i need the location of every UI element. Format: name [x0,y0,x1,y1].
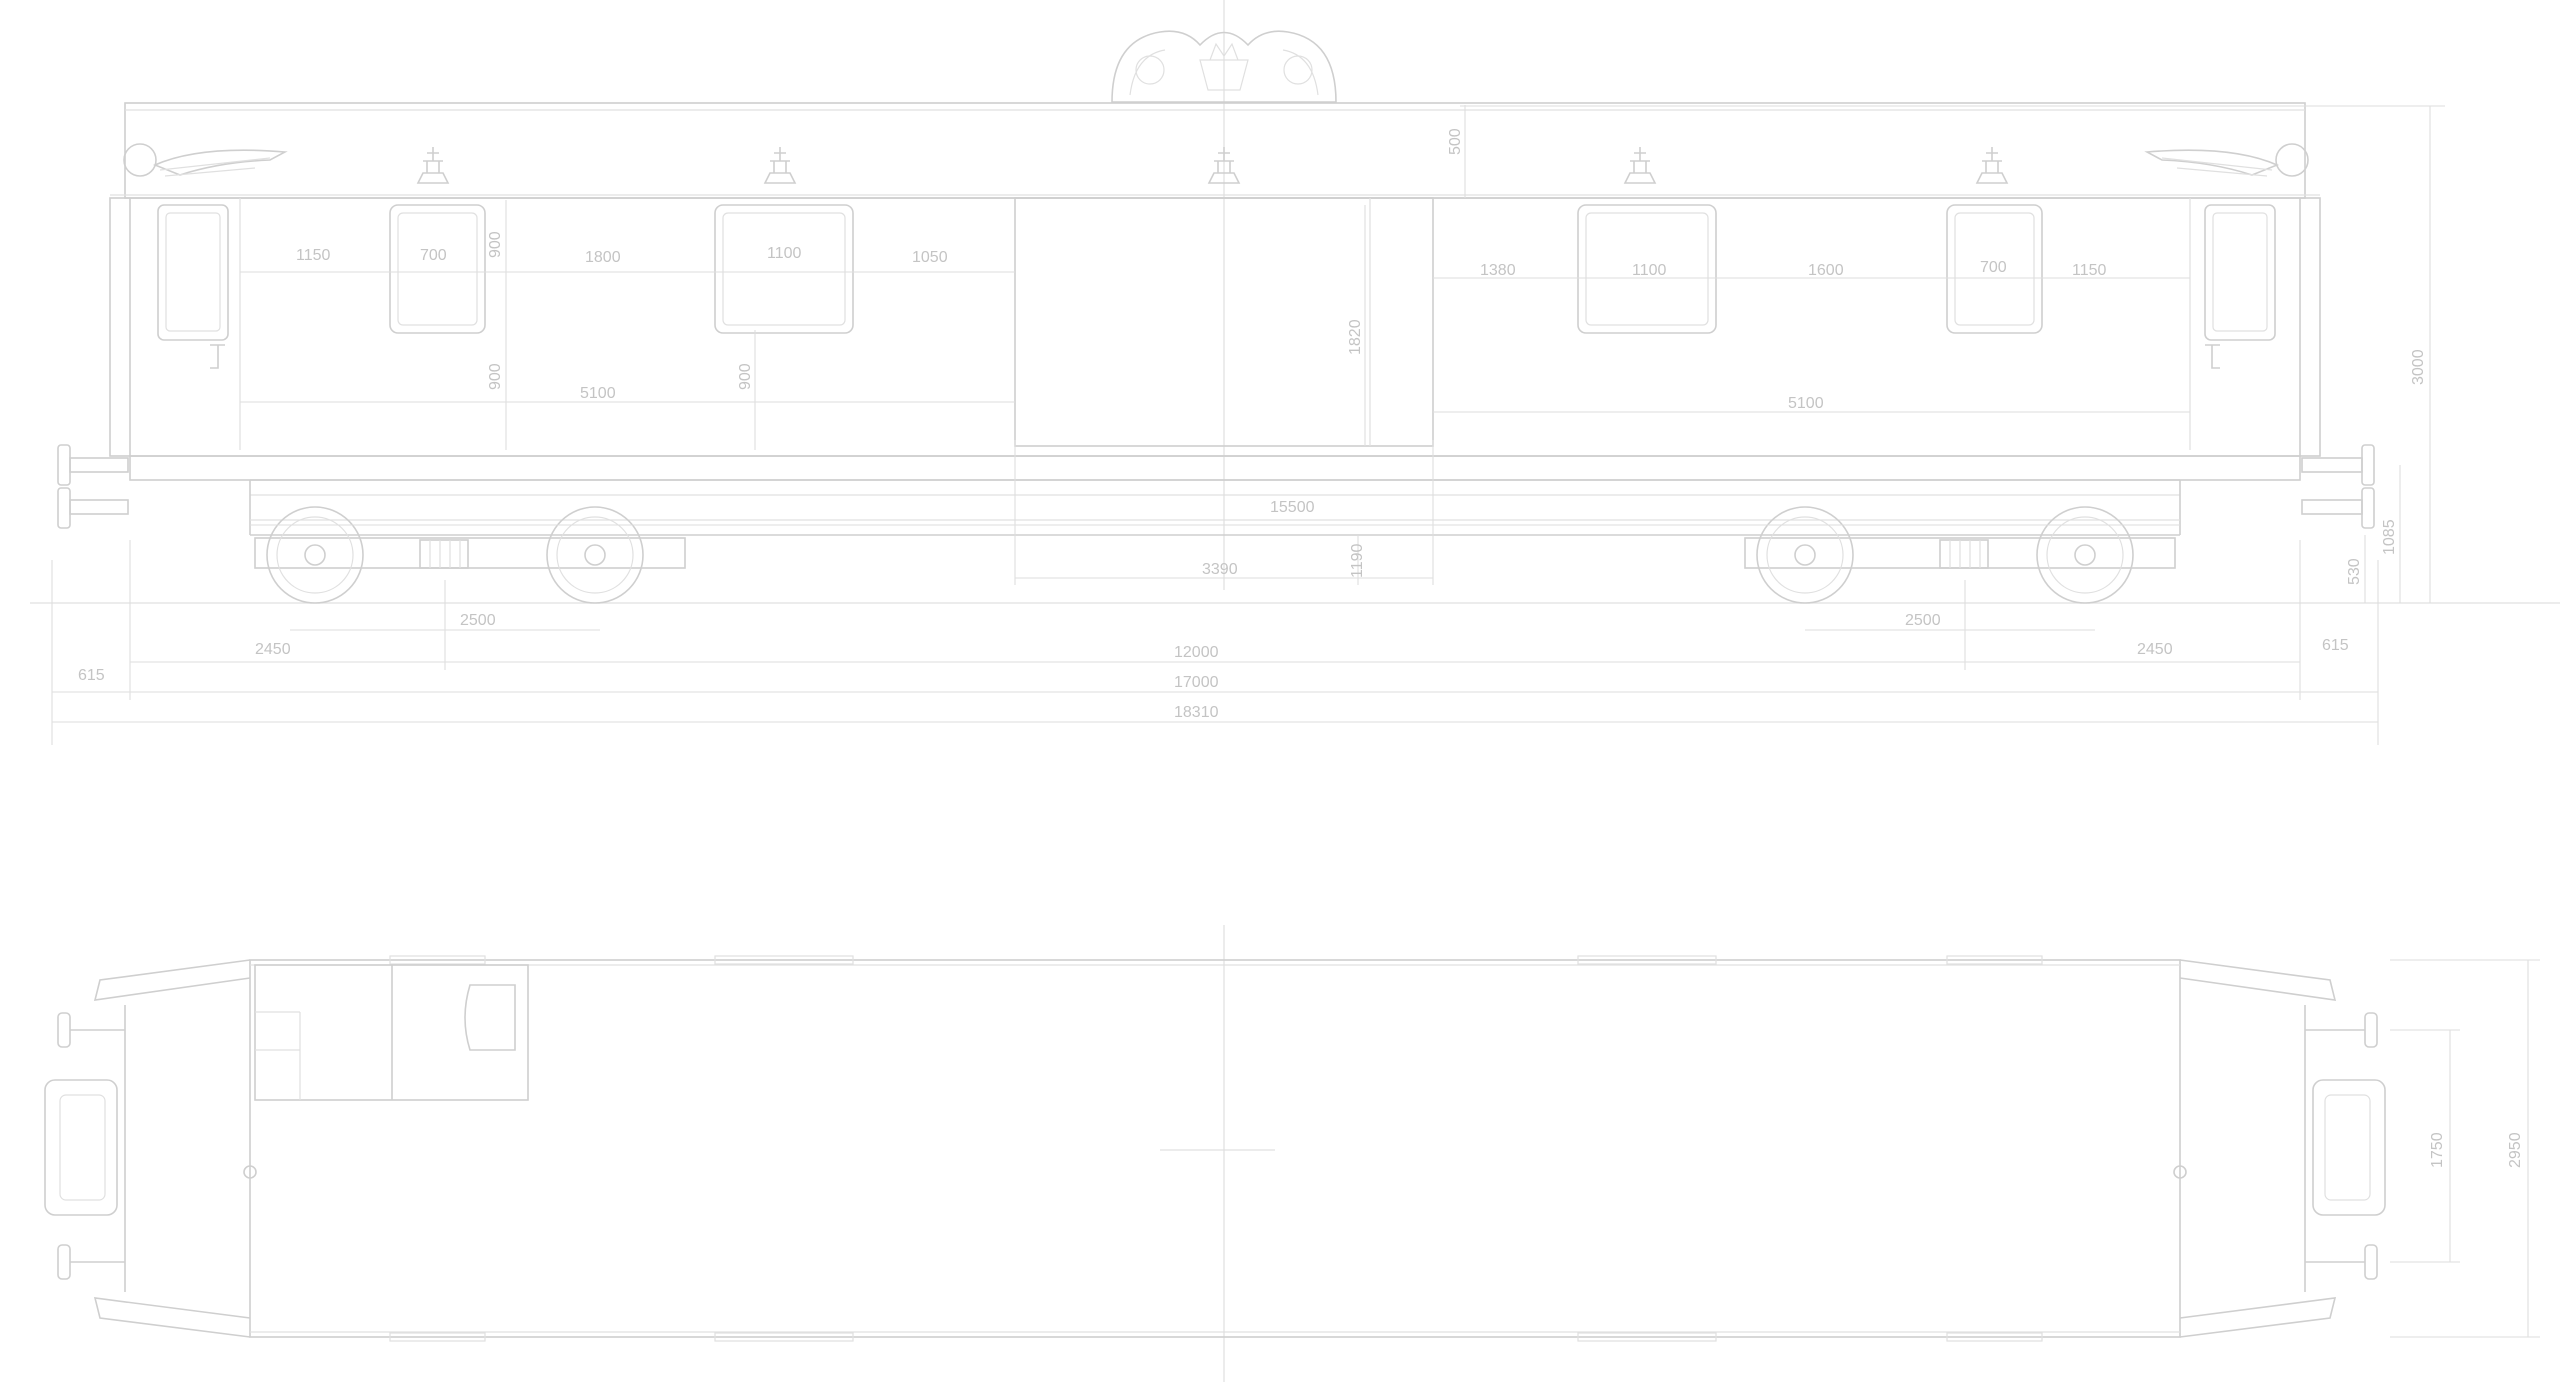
dim-615-left: 615 [78,667,105,684]
handle-right [2205,344,2220,369]
crest-ornament [1111,30,1337,103]
dim-1750: 1750 [2429,1132,2446,1168]
plan-body [249,959,2181,1338]
dim-1085: 1085 [2381,519,2398,555]
wing-ornaments [123,143,2309,177]
end-door-left [157,204,229,341]
side-windows [389,204,2043,334]
dim-1100-right: 1100 [1632,262,1667,279]
dim-2450-right: 2450 [2137,641,2173,658]
buffers [57,444,2375,529]
dim-3000: 3000 [2410,349,2427,385]
dim-1150-left: 1150 [296,247,331,264]
dim-1050: 1050 [912,249,948,266]
dim-1600: 1600 [1808,262,1844,279]
dim-1820: 1820 [1347,319,1364,355]
dim-3390: 3390 [1202,561,1238,578]
dim-2500-left: 2500 [460,612,496,629]
dim-900-lower-b: 900 [737,363,754,390]
dim-5100-right: 5100 [1788,395,1824,412]
dim-17000: 17000 [1174,674,1219,691]
dim-1190: 1190 [1349,543,1366,578]
dim-2950: 2950 [2507,1132,2524,1168]
dim-900-lower-a: 900 [487,363,504,390]
dim-700-left: 700 [420,247,447,264]
dim-1800: 1800 [585,249,621,266]
dim-1380: 1380 [1480,262,1516,279]
end-door-right [2204,204,2276,341]
dim-530: 530 [2346,558,2363,585]
dim-700-right: 700 [1980,259,2007,276]
plan-view: 1750 2950 [44,925,2540,1382]
dim-615-right: 615 [2322,637,2349,654]
dim-1100-left: 1100 [767,245,802,262]
side-dimension-lines [51,105,2445,745]
car-body [109,197,2321,457]
dim-2500-right: 2500 [1905,612,1941,629]
plan-compartment [254,964,529,1101]
dim-900-top: 900 [487,231,504,258]
side-elevation: 1150 700 900 1800 1100 1050 1380 1100 16… [30,0,2560,745]
luggage-door [1014,197,1434,447]
dim-15500: 15500 [1270,499,1315,516]
handle-left [210,344,225,369]
bogie-left [254,506,686,604]
side-dimension-labels: 1150 700 900 1800 1100 1050 1380 1100 16… [78,128,2427,721]
plan-dimension-labels: 1750 2950 [2429,1132,2524,1168]
dim-1150-right: 1150 [2072,262,2107,279]
sole-bar [129,455,2301,481]
dim-2450-left: 2450 [255,641,291,658]
dim-18310: 18310 [1174,704,1219,721]
plan-dimension-lines [2390,959,2540,1338]
dim-500: 500 [1447,128,1464,155]
plan-buffers [57,1012,2378,1280]
bogie-right [1744,506,2176,604]
plan-window-marks [389,955,2043,1342]
dim-5100: 5100 [580,385,616,402]
plan-ends [44,959,2386,1338]
roof-lamps [416,147,2009,184]
dim-12000: 12000 [1174,644,1219,661]
